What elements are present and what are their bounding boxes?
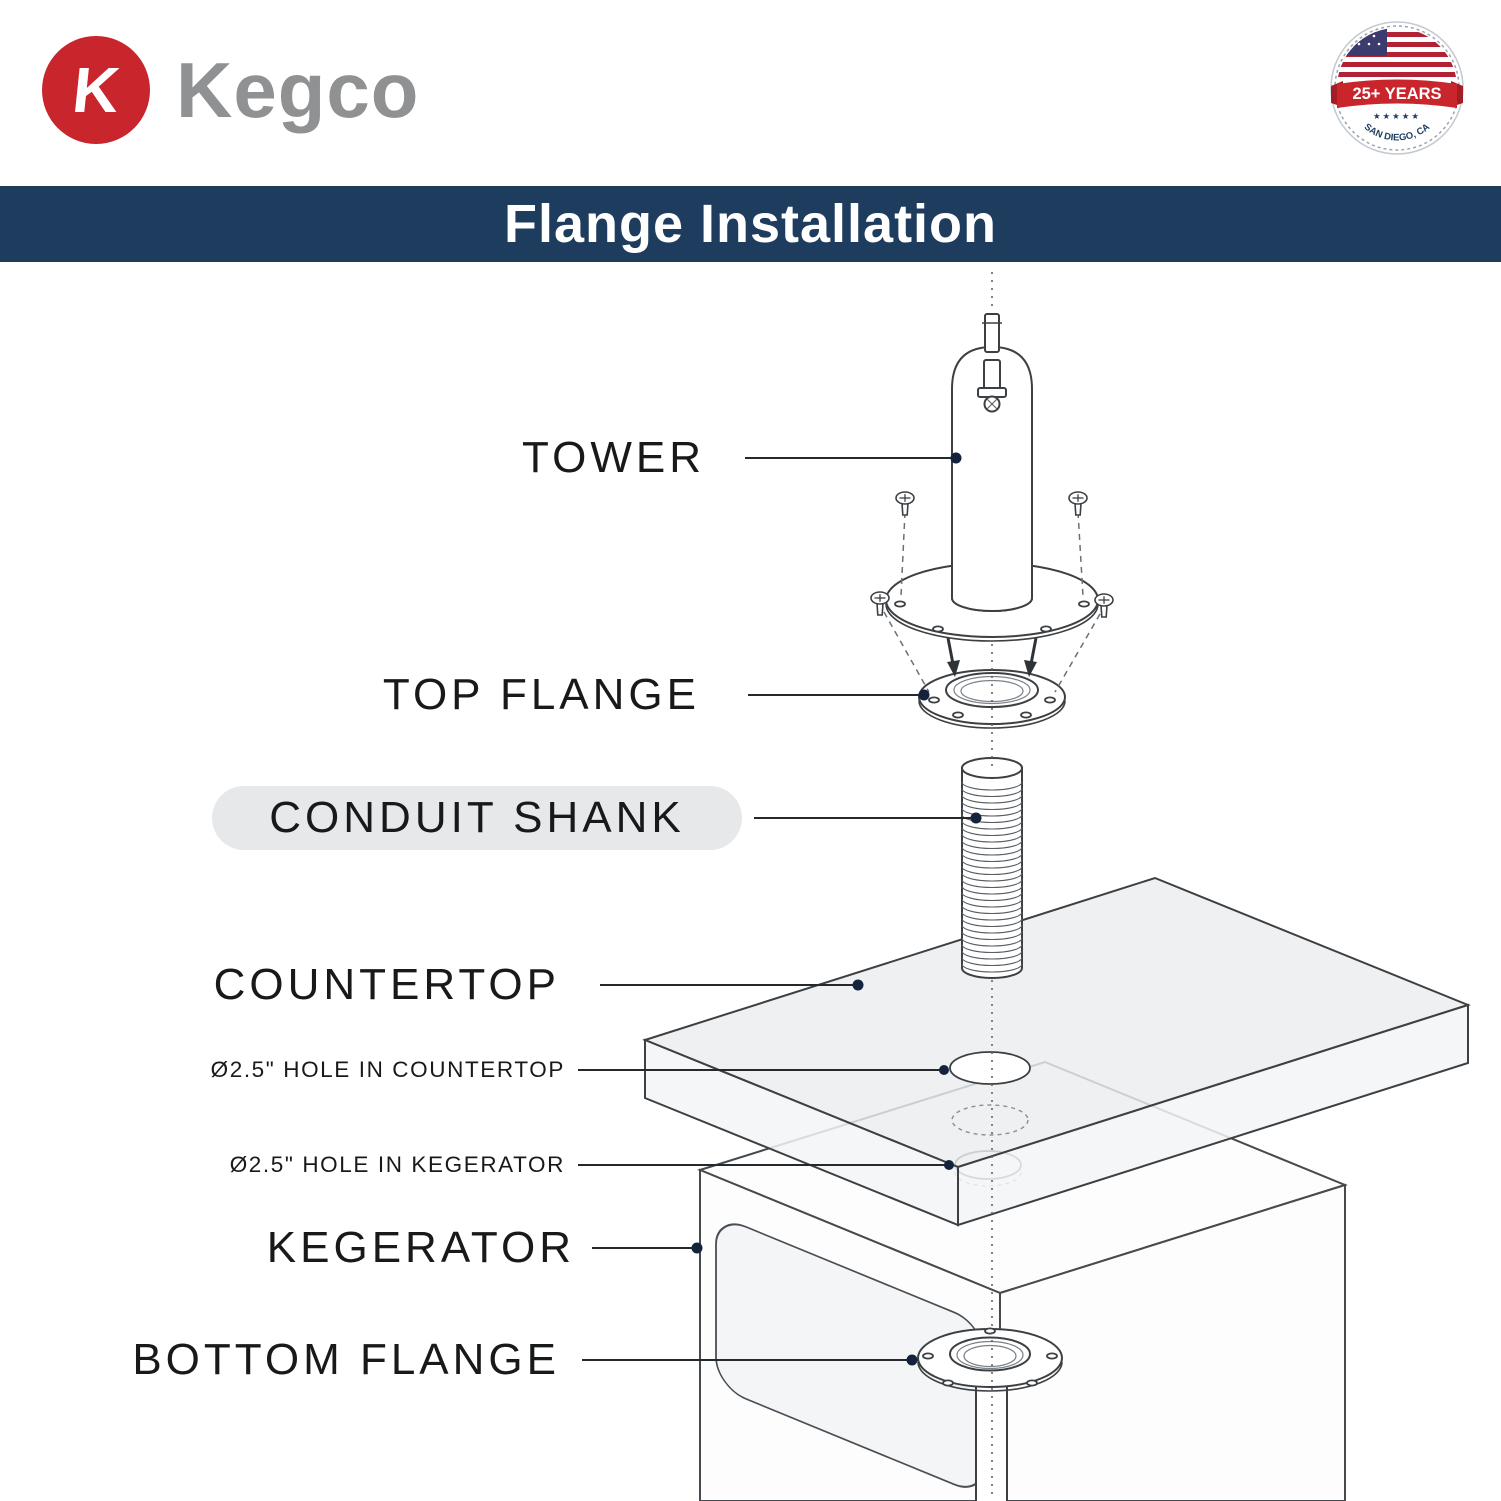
badge-ribbon bbox=[1331, 79, 1463, 108]
label-countertop: COUNTERTOP bbox=[213, 960, 560, 1009]
badge-years-text: 25+ YEARS bbox=[1352, 85, 1441, 103]
countertop-illustration bbox=[642, 876, 1471, 1227]
kegco-wordmark: Kegco bbox=[176, 45, 420, 134]
badge-stars: ★★★★★ bbox=[1373, 111, 1421, 121]
label-connectors bbox=[578, 452, 982, 1366]
label-tower: TOWER bbox=[522, 433, 705, 482]
kegco-logo-icon: K bbox=[42, 36, 150, 144]
label-conduit-shank: CONDUIT SHANK bbox=[212, 786, 742, 850]
kegerator-illustration bbox=[697, 1060, 1348, 1501]
title-banner: Flange Installation bbox=[0, 186, 1501, 262]
anniversary-badge: 25+ YEARS ★★★★★ SAN DIEGO, CA bbox=[1330, 21, 1464, 155]
screw-icon bbox=[870, 591, 890, 616]
screw-icon bbox=[1068, 491, 1088, 516]
label-bottom-flange: BOTTOM FLANGE bbox=[132, 1335, 560, 1384]
kegco-logo: K Kegco bbox=[42, 36, 419, 144]
conduit-shank-illustration bbox=[961, 757, 1023, 979]
mounting-screws bbox=[870, 491, 1114, 693]
label-hole-in-countertop: Ø2.5" HOLE IN COUNTERTOP bbox=[210, 1057, 565, 1082]
screw-icon bbox=[895, 491, 915, 516]
bottom-flange-illustration bbox=[917, 1327, 1063, 1501]
label-top-flange: TOP FLANGE bbox=[382, 670, 700, 719]
page-title: Flange Installation bbox=[503, 194, 998, 254]
label-kegerator: KEGERATOR bbox=[266, 1223, 575, 1272]
screw-icon bbox=[1094, 593, 1114, 618]
label-conduit-shank-text: CONDUIT SHANK bbox=[269, 793, 685, 842]
top-flange-illustration bbox=[918, 669, 1066, 729]
label-hole-in-kegerator: Ø2.5" HOLE IN KEGERATOR bbox=[229, 1152, 565, 1177]
assembly-arrows bbox=[946, 637, 1038, 677]
tower-illustration bbox=[885, 313, 1099, 642]
